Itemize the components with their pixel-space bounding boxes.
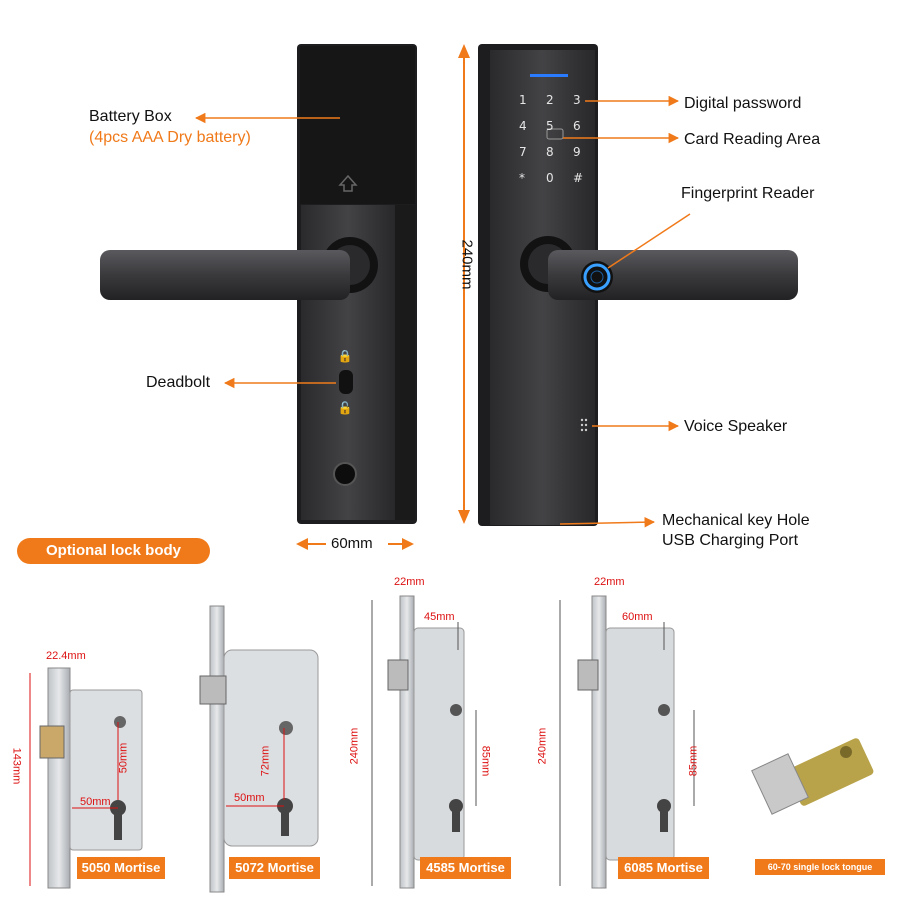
dim-4585-width: 22mm (394, 576, 425, 588)
dim-5050-width: 22.4mm (46, 650, 86, 662)
usb-port-label: USB Charging Port (662, 532, 799, 549)
battery-note-label: (4pcs AAA Dry battery) (89, 129, 251, 146)
dim-5050-center: 50mm (80, 796, 111, 808)
keypad-key[interactable]: 4 (519, 119, 527, 133)
front-lock-panel (478, 44, 798, 526)
keypad-key[interactable]: 2 (546, 93, 554, 107)
latch-tongue-illustration (751, 738, 874, 815)
keypad-key[interactable]: # (573, 171, 584, 185)
dim-4585-height: 240mm (348, 727, 361, 765)
dim-6085-width: 22mm (594, 576, 625, 588)
keypad-key[interactable]: 5 (546, 119, 554, 133)
mortise-5072-tag[interactable]: 5072 Mortise (229, 857, 320, 879)
keypad-key[interactable]: 8 (546, 145, 554, 159)
mortise-5050-tag[interactable]: 5050 Mortise (77, 857, 165, 879)
svg-text:🔒: 🔒 (338, 349, 353, 363)
dim-5050-backset: 50mm (117, 742, 130, 774)
width-dimension: 60mm (331, 535, 373, 552)
svg-text:🔓: 🔓 (338, 401, 353, 415)
mortise-6085-tag[interactable]: 6085 Mortise (618, 857, 709, 879)
deadbolt-label: Deadbolt (146, 374, 211, 391)
mortise-4585-illustration (371, 595, 477, 889)
keypad-key[interactable]: * (519, 171, 525, 185)
tongue-tag[interactable]: 60-70 single lock tongue (755, 859, 885, 875)
keypad-key[interactable]: 0 (546, 171, 554, 185)
keypad-key[interactable]: 6 (573, 119, 581, 133)
dim-6085-backset: 60mm (622, 611, 653, 623)
dim-5072-center: 72mm (259, 745, 272, 777)
keypad-key[interactable]: 3 (573, 93, 581, 107)
keypad-key[interactable]: 7 (519, 145, 527, 159)
dim-5072-backset: 50mm (234, 792, 265, 804)
mortise-5050-illustration (29, 667, 143, 889)
keypad-key[interactable]: 9 (573, 145, 581, 159)
voice-speaker-label: Voice Speaker (684, 418, 788, 435)
height-dimension: 240mm (458, 239, 476, 290)
mortise-4585-tag[interactable]: 4585 Mortise (420, 857, 511, 879)
mortise-6085-illustration (559, 595, 695, 889)
card-reading-label: Card Reading Area (684, 131, 821, 148)
mortise-5072-illustration (199, 605, 319, 893)
dim-4585-center: 85mm (479, 745, 492, 777)
dim-5050-height: 143mm (10, 747, 23, 785)
fingerprint-label: Fingerprint Reader (681, 185, 815, 202)
key-hole-label: Mechanical key Hole (662, 512, 810, 529)
dim-6085-height: 240mm (536, 727, 549, 765)
dim-4585-backset: 45mm (424, 611, 455, 623)
dim-6085-center: 85mm (687, 745, 700, 777)
optional-lock-body-title: Optional lock body (17, 538, 210, 564)
battery-box-label: Battery Box (89, 108, 172, 125)
back-lock-panel: 🔒 🔓 (100, 44, 417, 524)
keypad-key[interactable]: 1 (519, 93, 527, 107)
digital-password-label: Digital password (684, 95, 802, 112)
